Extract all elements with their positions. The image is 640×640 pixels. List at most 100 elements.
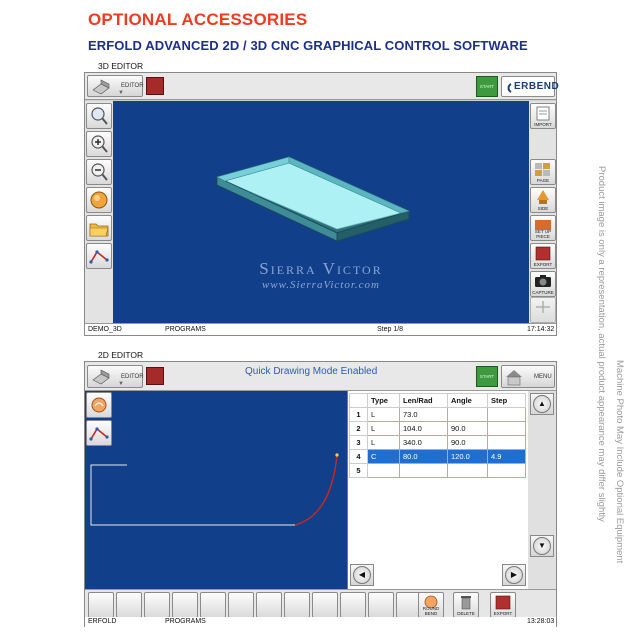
brand-name: ERBEND [514, 81, 560, 92]
setup-piece-button[interactable]: SET UP PIECE [530, 215, 556, 241]
stop-button-2d[interactable] [146, 367, 164, 385]
function-slot-3[interactable] [144, 592, 170, 618]
zoom-out-icon [91, 163, 108, 181]
3d-editor-label: 3D EDITOR [98, 61, 144, 71]
col-step-header: Step [487, 393, 526, 408]
round-bend-tool-button[interactable] [86, 392, 112, 418]
trash-icon [461, 596, 471, 610]
row-index: 5 [349, 463, 368, 478]
page-button[interactable]: PAGE [530, 159, 556, 185]
arrow-down-icon: ▼ [533, 537, 551, 555]
table-row[interactable]: 2 L 104.0 90.0 [349, 421, 526, 436]
table-header-row: Type Len/Rad Angle Step [349, 393, 526, 408]
home-icon [506, 370, 522, 386]
zoom-search-button[interactable] [86, 103, 112, 129]
table-row-selected[interactable]: 4 C 80.0 120.0 4.9 [349, 449, 526, 464]
round-bend-button[interactable]: ROUND BEND [418, 592, 444, 618]
status-file: DEMO_3D [88, 326, 122, 333]
chevron-down-icon: ▼ [118, 90, 124, 96]
3d-toolbar: EDITOR ▼ START ERBEND [85, 73, 560, 100]
status-file: ERFOLD [88, 618, 117, 625]
stop-button[interactable] [146, 77, 164, 95]
2d-toolbar: EDITOR ▼ Quick Drawing Mode Enabled STAR… [85, 362, 556, 391]
cell-step[interactable]: 4.9 [487, 449, 526, 464]
import-icon [536, 106, 550, 121]
quick-drawing-mode-indicator: Quick Drawing Mode Enabled [245, 366, 378, 377]
function-slot-8[interactable] [284, 592, 310, 618]
cell-type[interactable]: L [367, 407, 400, 422]
cell-type[interactable]: C [367, 449, 400, 464]
editor-switch-button-2d[interactable]: EDITOR ▼ [87, 365, 144, 388]
side-button[interactable]: SIDE [530, 187, 556, 213]
scroll-right-button[interactable]: ▶ [502, 564, 526, 586]
table-row[interactable]: 1 L 73.0 [349, 407, 526, 422]
function-slot-1[interactable] [88, 592, 114, 618]
cell-angle[interactable] [447, 407, 488, 422]
rotate-view-button[interactable] [86, 187, 112, 213]
cell-step[interactable] [487, 463, 526, 478]
cell-angle[interactable]: 90.0 [447, 435, 488, 450]
side-label: SIDE [537, 206, 549, 211]
folder-icon [89, 223, 109, 237]
capture-button[interactable]: CAPTURE [530, 271, 556, 297]
open-folder-button[interactable] [86, 215, 112, 241]
cell-step[interactable] [487, 407, 526, 422]
chevron-down-icon: ▼ [118, 381, 124, 387]
arrows-icon [536, 301, 550, 313]
function-slot-6[interactable] [228, 592, 254, 618]
draw-profile-button-2d[interactable] [86, 420, 112, 446]
table-row[interactable]: 3 L 340.0 90.0 [349, 435, 526, 450]
draw-profile-button[interactable] [86, 243, 112, 269]
cell-angle[interactable]: 120.0 [447, 449, 488, 464]
scroll-down-button[interactable]: ▼ [530, 535, 554, 557]
cell-type[interactable] [367, 463, 400, 478]
table-row[interactable]: 5 [349, 463, 526, 478]
2d-drawing-canvas[interactable] [85, 391, 347, 589]
zoom-in-button[interactable] [86, 131, 112, 157]
export-label: EXPORT [533, 262, 553, 267]
function-slot-10[interactable] [340, 592, 366, 618]
editor-switch-button[interactable]: EDITOR ▼ [87, 75, 144, 97]
3d-left-toolbar [85, 101, 113, 323]
segment-table-panel: Type Len/Rad Angle Step 1 L 73.0 2 L 1 [347, 391, 528, 589]
cell-len[interactable]: 104.0 [399, 421, 448, 436]
export-label: EXPORT [493, 611, 513, 616]
cell-step[interactable] [487, 421, 526, 436]
setup-piece-label: SET UP PIECE [534, 229, 552, 239]
scroll-up-button[interactable]: ▲ [530, 393, 554, 415]
round-bend-label: ROUND BEND [422, 606, 440, 616]
capture-label: CAPTURE [532, 290, 554, 295]
menu-button[interactable]: MENU [501, 365, 555, 388]
cell-angle[interactable]: 90.0 [447, 421, 488, 436]
function-slot-9[interactable] [312, 592, 338, 618]
function-slot-2[interactable] [116, 592, 142, 618]
function-slot-4[interactable] [172, 592, 198, 618]
cell-type[interactable]: L [367, 435, 400, 450]
cell-angle[interactable] [447, 463, 488, 478]
delete-button[interactable]: DELETE [453, 592, 479, 618]
cell-step[interactable] [487, 435, 526, 450]
export-button-2d[interactable]: EXPORT [490, 592, 516, 618]
cell-type[interactable]: L [367, 421, 400, 436]
cell-len[interactable]: 80.0 [399, 449, 448, 464]
cell-len[interactable]: 73.0 [399, 407, 448, 422]
import-button[interactable]: IMPORT [530, 103, 556, 129]
start-button-2d[interactable]: START [476, 366, 498, 387]
function-slot-5[interactable] [200, 592, 226, 618]
col-angle-header: Angle [447, 393, 488, 408]
function-slot-11[interactable] [368, 592, 394, 618]
function-slot-7[interactable] [256, 592, 282, 618]
disabled-tool-button[interactable] [530, 297, 556, 323]
3d-viewport[interactable]: Sierra Victor www.SierraVictor.com [113, 101, 529, 323]
page-title: OPTIONAL ACCESSORIES [88, 10, 308, 29]
cell-len[interactable]: 340.0 [399, 435, 448, 450]
export-button[interactable]: EXPORT [530, 243, 556, 269]
arrow-right-icon: ▶ [505, 566, 523, 584]
page-grid-icon [535, 163, 550, 176]
row-index: 4 [349, 449, 368, 464]
2d-editor-window: EDITOR ▼ Quick Drawing Mode Enabled STAR… [84, 361, 557, 627]
cell-len[interactable] [399, 463, 448, 478]
zoom-out-button[interactable] [86, 159, 112, 185]
scroll-left-button[interactable]: ◀ [350, 564, 374, 586]
start-button[interactable]: START [476, 76, 498, 97]
